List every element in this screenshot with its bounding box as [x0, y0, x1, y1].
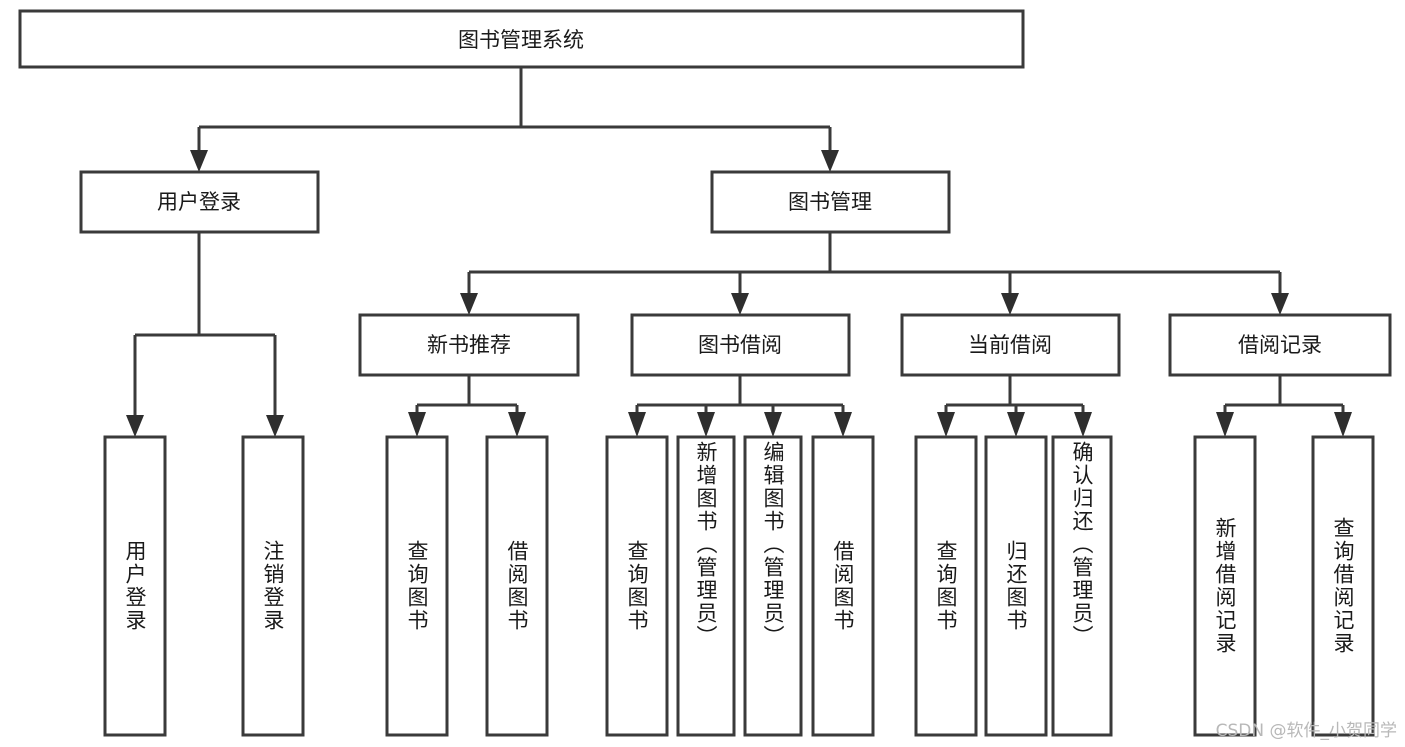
arrowhead-root-to-book-management [821, 150, 839, 172]
arrowhead-borrow-leaf-2 [697, 412, 715, 437]
node-new-book-recommend-label: 新书推荐 [427, 333, 511, 357]
leaf-boxes [103, 435, 1375, 737]
node-root-label: 图书管理系统 [458, 28, 584, 52]
arrowhead-borrow-leaf-3 [764, 412, 782, 437]
connector-group-book-management [460, 232, 1289, 315]
arrowhead-recommend-leaf-1 [408, 412, 426, 437]
node-borrow-record[interactable]: 借阅记录 [1168, 313, 1392, 377]
leaf-query-book-1-box[interactable] [385, 435, 449, 737]
arrowhead-bm-to-current [1001, 293, 1019, 315]
arrowhead-recommend-leaf-2 [508, 412, 526, 437]
node-user-login-box[interactable] [79, 170, 320, 234]
connector-group-current-borrow [937, 375, 1092, 437]
leaf-confirm-return-box[interactable] [1051, 435, 1113, 737]
node-root-box[interactable] [18, 9, 1025, 69]
leaf-user-logout-box[interactable] [241, 435, 305, 737]
node-user-login-label: 用户登录 [157, 190, 241, 214]
node-book-management-label: 图书管理 [788, 190, 872, 214]
connector-group-new-book-recommend [408, 375, 526, 437]
arrowhead-record-leaf-1 [1216, 412, 1234, 437]
node-book-borrow-label: 图书借阅 [698, 333, 782, 357]
leaf-query-record-box[interactable] [1311, 435, 1375, 737]
connector-group-root [190, 67, 839, 172]
node-user-login[interactable]: 用户登录 [79, 170, 320, 234]
node-new-book-recommend-box[interactable] [358, 313, 580, 377]
connector-group-borrow-record [1216, 375, 1352, 437]
node-book-borrow[interactable]: 图书借阅 [630, 313, 851, 377]
arrowhead-current-leaf-3 [1074, 412, 1092, 437]
leaf-query-book-3-box[interactable] [914, 435, 978, 737]
node-borrow-record-box[interactable] [1168, 313, 1392, 377]
node-current-borrow-label: 当前借阅 [968, 333, 1052, 357]
node-new-book-recommend[interactable]: 新书推荐 [358, 313, 580, 377]
arrowhead-current-leaf-2 [1007, 412, 1025, 437]
node-book-management[interactable]: 图书管理 [710, 170, 951, 234]
node-current-borrow-box[interactable] [900, 313, 1121, 377]
arrowhead-record-leaf-2 [1334, 412, 1352, 437]
arrowhead-borrow-leaf-4 [834, 412, 852, 437]
arrowhead-root-to-user-login [190, 150, 208, 172]
leaf-edit-book-box[interactable] [743, 435, 803, 737]
connector-group-user-login [126, 232, 284, 437]
node-current-borrow[interactable]: 当前借阅 [900, 313, 1121, 377]
leaf-user-login-box[interactable] [103, 435, 167, 737]
arrowhead-bm-to-borrow [731, 293, 749, 315]
node-book-management-box[interactable] [710, 170, 951, 234]
leaf-borrow-book-2-box[interactable] [811, 435, 875, 737]
leaf-return-book-box[interactable] [984, 435, 1048, 737]
arrowhead-bm-to-recommend [460, 293, 478, 315]
leaf-borrow-book-1-box[interactable] [485, 435, 549, 737]
node-borrow-record-label: 借阅记录 [1238, 333, 1322, 357]
watermark-text: CSDN @软件_小贺同学 [1215, 721, 1397, 741]
arrowhead-user-login-leaf-1 [126, 415, 144, 437]
leaf-add-record-box[interactable] [1193, 435, 1257, 737]
arrowhead-user-login-leaf-2 [266, 415, 284, 437]
node-root[interactable]: 图书管理系统 [18, 9, 1025, 69]
arrowhead-bm-to-record [1271, 293, 1289, 315]
arrowhead-current-leaf-1 [937, 412, 955, 437]
arrowhead-borrow-leaf-1 [628, 412, 646, 437]
leaf-add-book-box[interactable] [676, 435, 736, 737]
node-book-borrow-box[interactable] [630, 313, 851, 377]
connector-group-book-borrow [628, 375, 852, 437]
leaf-query-book-2-box[interactable] [605, 435, 669, 737]
